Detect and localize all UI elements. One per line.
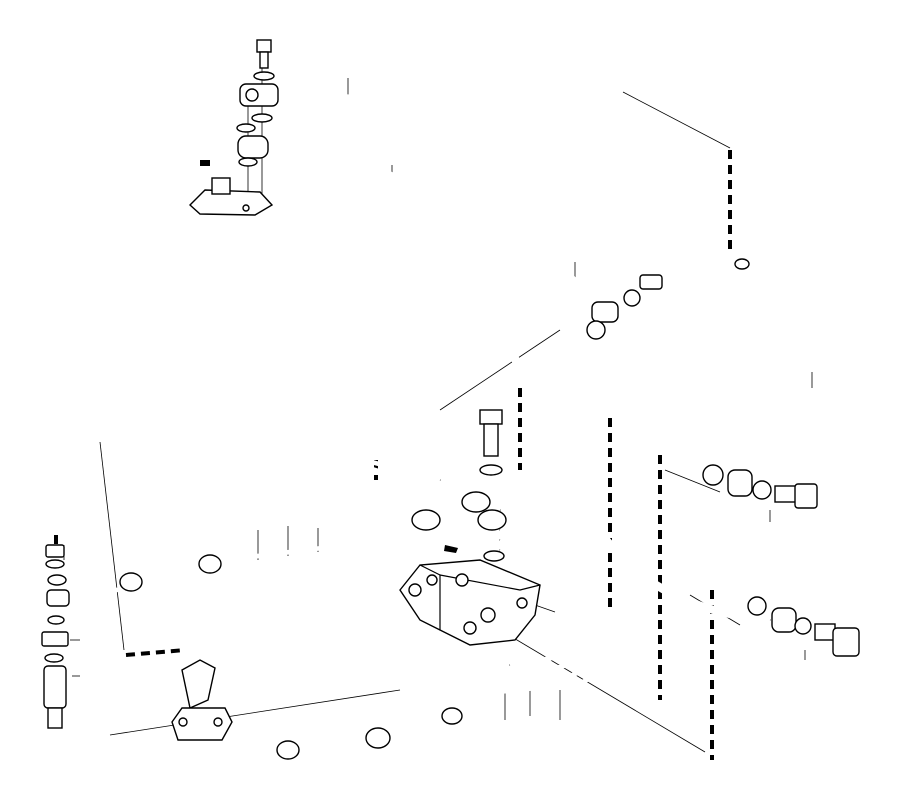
left-stack-washer-3: [47, 615, 65, 625]
elbow-fitting-washer-2: [623, 289, 641, 307]
left-stack-washer-4: [44, 653, 64, 663]
valve-port-4: [463, 621, 477, 635]
upper-hose-pair: [267, 93, 771, 625]
left-stack-clip: [41, 631, 69, 647]
top-plate-marker: [200, 160, 210, 166]
center-banjo-1: [461, 491, 491, 513]
connector-base: [171, 707, 233, 741]
top-washer-2: [251, 113, 273, 123]
right-upper-bolt-head: [794, 483, 818, 509]
connector-stem: [181, 659, 216, 709]
hose-c: [741, 263, 790, 483]
right-fitting-lower: [747, 596, 860, 657]
left-stack-washer-2: [47, 574, 67, 586]
right-hose: [734, 258, 794, 484]
right-upper-washer-1: [702, 464, 724, 486]
control-valve: [399, 545, 541, 646]
right-lower-washer-2: [794, 617, 812, 635]
center-banjo-2: [477, 509, 507, 531]
valve-port-5: [516, 597, 528, 609]
left-stack-nozzle: [47, 707, 63, 729]
right-lower-banjo: [771, 607, 797, 633]
valve-marker: [444, 545, 458, 553]
center-washer-2: [483, 550, 505, 562]
elbow-fitting-body: [591, 301, 619, 323]
connector-hole-1: [178, 717, 188, 727]
connector-hole-2: [213, 717, 223, 727]
leader-tick-13: [534, 604, 556, 613]
right-upper-banjo: [727, 469, 753, 497]
valve-port-3: [480, 607, 496, 623]
right-lower-bolt-shank: [814, 623, 836, 641]
center-fitting-stack: [411, 409, 507, 562]
dashed-boundary-left: [125, 648, 186, 657]
bottom-pipe-eye-2: [365, 727, 391, 749]
right-fitting-upper: [702, 464, 818, 509]
left-stack-body: [43, 665, 67, 709]
left-pipe-eye-1: [119, 572, 143, 592]
valve-port-1: [408, 583, 422, 597]
center-washer-1: [479, 464, 503, 476]
elbow-fitting-washer-1: [586, 320, 606, 340]
hose-a: [267, 96, 601, 311]
left-pipe-eye-2: [198, 554, 222, 574]
top-washer-3: [236, 123, 256, 133]
top-fitting-stack: [188, 39, 279, 216]
bottom-pipe-eye-1: [276, 740, 300, 760]
right-upper-washer-2: [752, 480, 772, 500]
left-stack-elbow: [46, 589, 70, 607]
top-washer-1: [253, 71, 275, 81]
steel-pipe-bundle: [59, 455, 599, 753]
top-banjo-block-2: [237, 135, 269, 159]
hose-b: [267, 146, 771, 621]
left-stack-cap: [45, 544, 65, 558]
leader-line-center-diagonal: [439, 329, 561, 411]
valve-port-2: [426, 574, 438, 586]
leader-line-right-fitting: [664, 469, 721, 493]
dashed-boundaries: [54, 150, 732, 760]
center-bolt-shank: [483, 423, 499, 457]
center-banjo-3: [411, 509, 441, 531]
left-stack-washer-1: [45, 559, 65, 569]
leader-line-bottom: [109, 689, 401, 736]
top-plate-post: [211, 177, 231, 195]
right-lower-washer-1: [747, 596, 767, 616]
right-upper-bolt-shank: [774, 485, 798, 503]
bottom-pipe-eye-3: [441, 707, 463, 725]
lower-left-connector: [171, 659, 233, 741]
top-plate-hole: [242, 204, 250, 212]
hose-c-end: [734, 258, 750, 270]
valve-top-face: [419, 564, 541, 591]
right-lower-bolt-head: [832, 627, 860, 657]
elbow-fitting: [586, 274, 663, 340]
leader-line-left-frame: [99, 441, 125, 651]
elbow-fitting-bolt: [639, 274, 663, 290]
top-banjo-eye: [245, 88, 259, 102]
pipe-eyes: [119, 554, 463, 760]
center-bolt-head: [479, 409, 503, 425]
left-fitting-stack: [41, 544, 70, 729]
top-bolt-shank: [259, 51, 269, 69]
top-mounting-plate: [188, 189, 274, 216]
top-washer-4: [238, 157, 258, 167]
reference-lines: [63, 62, 813, 753]
top-bolt-head: [256, 39, 272, 53]
leader-line-top-right: [622, 91, 731, 149]
valve-port-6: [455, 573, 469, 587]
